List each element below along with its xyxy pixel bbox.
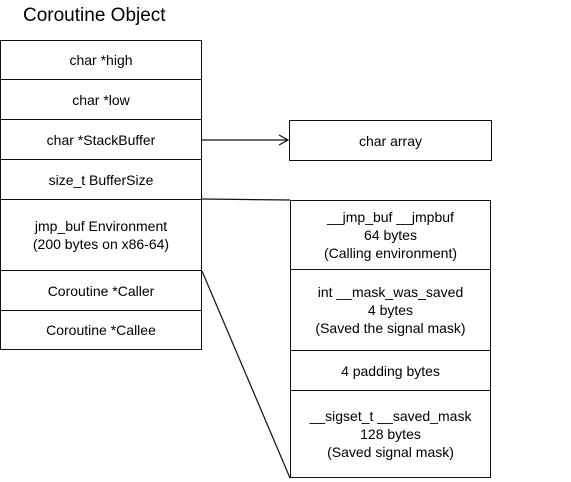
diagram-title: Coroutine Object [23, 5, 166, 26]
jmpbuf-part-jmpbuf: __jmp_buf __jmpbuf 64 bytes (Calling env… [290, 200, 491, 270]
environment-top-expansion-line [201, 198, 291, 201]
part-size: 64 bytes [364, 227, 417, 243]
jmpbuf-part-padding: 4 padding bytes [290, 350, 491, 391]
part-description: (Saved signal mask) [327, 444, 454, 460]
char-array-box: char array [289, 120, 492, 161]
field-caller: Coroutine *Caller [0, 270, 202, 311]
part-label: int __mask_was_saved [317, 284, 464, 300]
field-label: size_t BufferSize [48, 171, 154, 188]
part-label: __sigset_t __saved_mask [309, 408, 472, 424]
char-array-label: char array [358, 132, 423, 149]
part-description: (Calling environment) [323, 245, 458, 261]
field-size-note: (200 bytes on x86-64) [32, 236, 170, 252]
part-label: __jmp_buf __jmpbuf [327, 209, 454, 225]
field-label: char *high [69, 52, 133, 68]
field-label: char *low [72, 91, 130, 108]
field-label: char *StackBuffer [46, 131, 156, 148]
field-buffer-size: size_t BufferSize [0, 159, 202, 200]
stack-buffer-arrowhead [278, 134, 290, 146]
field-label: jmp_buf Environment [34, 218, 168, 234]
jmpbuf-part-mask-was-saved: int __mask_was_saved 4 bytes (Saved the … [290, 269, 491, 351]
field-label: Coroutine *Callee [46, 322, 156, 338]
field-char-low: char *low [0, 79, 202, 120]
part-size: 128 bytes [360, 426, 421, 442]
field-jmp-buf-environment: jmp_buf Environment (200 bytes on x86-64… [0, 199, 202, 271]
part-size: 4 bytes [367, 302, 414, 318]
environment-bottom-expansion-line [201, 270, 291, 479]
field-label: Coroutine *Caller [47, 282, 155, 299]
part-label: 4 padding bytes [341, 362, 440, 379]
jmpbuf-part-saved-mask: __sigset_t __saved_mask 128 bytes (Saved… [290, 390, 491, 478]
field-callee: Coroutine *Callee [0, 310, 202, 350]
part-description: (Saved the signal mask) [315, 320, 466, 336]
